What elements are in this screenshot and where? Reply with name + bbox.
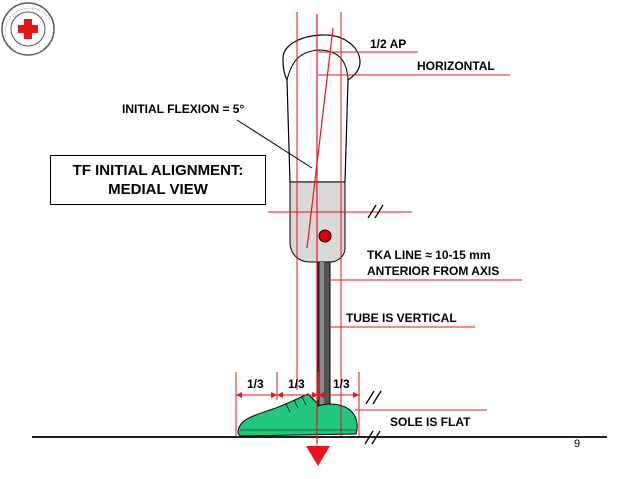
horizontal-label: HORIZONTAL <box>417 59 495 73</box>
diagram-title-box: TF INITIAL ALIGNMENT: MEDIAL VIEW <box>50 155 266 205</box>
diagram-title-line-1: TF INITIAL ALIGNMENT: <box>72 162 244 179</box>
thirds-label-1: 1/3 <box>247 377 264 391</box>
knee-axis-dot <box>318 229 332 243</box>
tube-vertical-label: TUBE IS VERTICAL <box>346 311 457 325</box>
tka-line-label: TKA LINE ≈ 10-15 mm <box>367 248 491 262</box>
socket-brim <box>286 49 349 81</box>
flexion-leader-line <box>236 119 313 169</box>
socket-shape <box>282 34 361 183</box>
icrc-logo-icon <box>1 2 55 56</box>
diagram-title-line-2: MEDIAL VIEW <box>108 181 208 198</box>
sole-flat-label: SOLE IS FLAT <box>390 415 471 429</box>
initial-flexion-label: INITIAL FLEXION = 5° <box>122 102 244 116</box>
half-ap-label: 1/2 AP <box>370 37 406 51</box>
thirds-label-3: 1/3 <box>333 377 350 391</box>
break-mark-icon <box>364 430 381 445</box>
break-mark-icon <box>367 204 384 219</box>
load-line-arrow-icon <box>306 446 330 466</box>
thirds-label-2: 1/3 <box>288 377 305 391</box>
page-number: 9 <box>574 438 581 450</box>
tka-anterior-label: ANTERIOR FROM AXIS <box>367 264 499 278</box>
initial-flexion-line <box>306 27 334 249</box>
break-mark-icon <box>365 390 382 405</box>
shoe-shape <box>237 393 358 437</box>
